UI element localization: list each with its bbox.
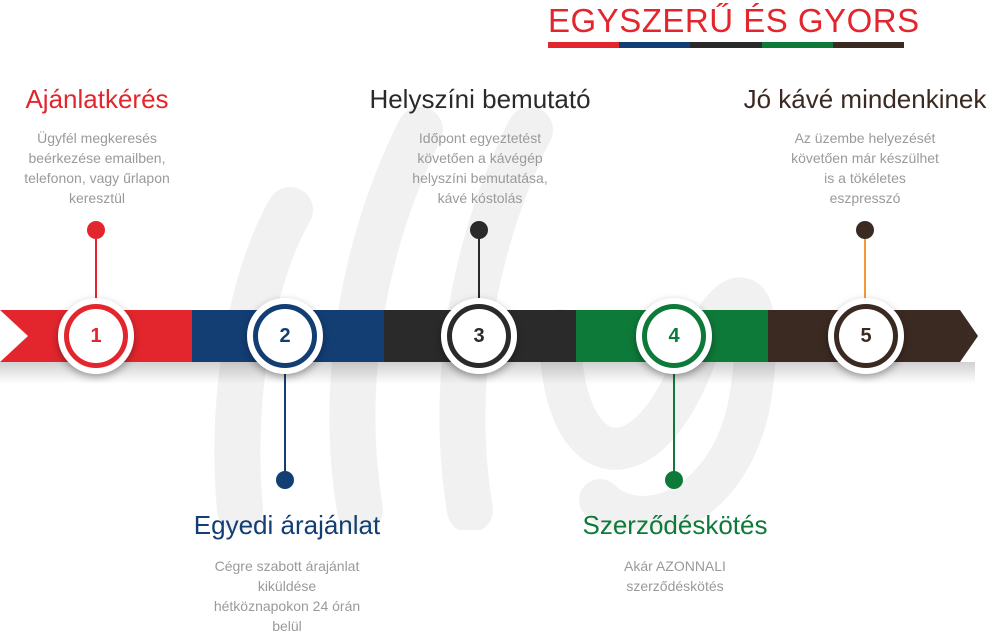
header-bar-segment-3 <box>690 42 762 48</box>
header-color-bar <box>548 42 905 48</box>
step-2-node: 2 <box>247 298 323 374</box>
step-2-description: Cégre szabott árajánlat kiküldése hétköz… <box>213 558 361 634</box>
step-1-title: Ajánlatkérés <box>25 84 169 114</box>
step-4-dot <box>665 471 683 489</box>
step-1-node: 1 <box>58 298 134 374</box>
step-3-node: 3 <box>441 298 517 374</box>
step-4-description: Akár AZONNALI szerződéskötés <box>624 558 726 594</box>
step-1-dot <box>87 221 105 239</box>
step-2-title: Egyedi árajánlat <box>193 510 381 540</box>
step-5-dot <box>856 221 874 239</box>
header-bar-segment-1 <box>548 42 620 48</box>
step-1-number: 1 <box>69 309 123 363</box>
step-3-title: Helyszíni bemutató <box>369 84 591 114</box>
header-bar-segment-5 <box>832 42 905 48</box>
step-3-stem <box>478 230 480 310</box>
step-4-node: 4 <box>636 298 712 374</box>
step-3-number: 3 <box>452 309 506 363</box>
step-2-stem <box>284 360 286 480</box>
step-5-node: 5 <box>828 298 904 374</box>
step-5-stem <box>864 230 866 310</box>
step-4-stem <box>673 360 675 480</box>
step-4-title: Szerződéskötés <box>582 510 768 540</box>
step-2-number: 2 <box>258 309 312 363</box>
step-2-dot <box>276 471 294 489</box>
step-5-number: 5 <box>839 309 893 363</box>
step-1-stem <box>95 230 97 310</box>
header-bar-segment-2 <box>619 42 691 48</box>
step-3-description: Időpont egyeztetést követően a kávégép h… <box>412 130 548 206</box>
step-5-description: Az üzembe helyezését követően már készül… <box>791 130 939 206</box>
header-bar-segment-4 <box>761 42 833 48</box>
step-1-description: Ügyfél megkeresés beérkezése emailben, t… <box>24 130 170 206</box>
step-5-title: Jó kávé mindenkinek <box>743 84 987 114</box>
step-4-number: 4 <box>647 309 701 363</box>
header-title: EGYSZERŰ ÉS GYORS <box>548 2 920 39</box>
step-3-dot <box>470 221 488 239</box>
